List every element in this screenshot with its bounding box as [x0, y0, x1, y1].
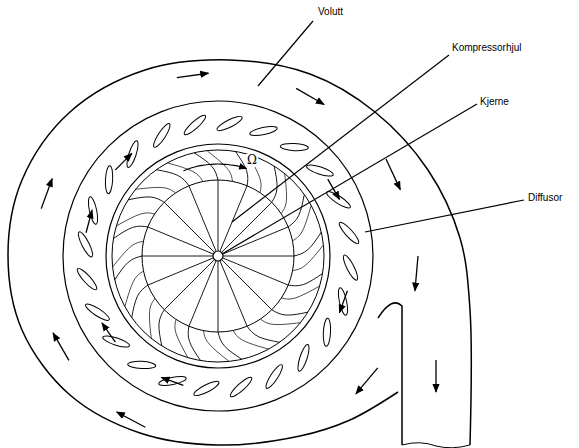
diffuser-vane — [228, 375, 254, 399]
wheel-blade — [220, 261, 247, 327]
flow-arrow — [41, 179, 52, 209]
wheel-splitter — [281, 286, 319, 299]
wheel-blade — [222, 202, 272, 252]
wheel-blade — [223, 258, 289, 285]
wheel-splitter — [149, 298, 155, 338]
wheel-blade-tip — [128, 197, 164, 202]
diffuser-vane — [192, 379, 220, 398]
hub-core — [213, 251, 223, 261]
wheel-inner-ring — [142, 180, 294, 332]
part-label: Diffusor — [527, 192, 563, 204]
wheel-splitter — [207, 151, 233, 182]
leader-line — [222, 104, 477, 254]
wheel-blade — [189, 261, 216, 327]
wheel-blade — [164, 260, 214, 310]
rotation-symbol: Ω — [246, 154, 258, 167]
wheel-blade-tip — [188, 326, 200, 360]
part-label: Volutt — [317, 6, 344, 18]
wheel-blade — [164, 202, 214, 252]
leader-line — [232, 55, 449, 222]
diffuser-vane — [280, 143, 308, 152]
diffuser-vane — [75, 266, 99, 292]
diffuser-vane — [325, 189, 352, 210]
flow-arrow — [328, 179, 340, 199]
diffuser-vane — [125, 140, 141, 169]
flow-arrow — [415, 256, 418, 291]
wheel-blade-tip — [288, 273, 322, 285]
wheel-blade-tip — [272, 310, 308, 315]
wheel-blade-tip — [247, 326, 279, 342]
diffuser-vane — [87, 196, 100, 225]
wheel-blade — [148, 227, 214, 254]
diffuser-vane — [128, 361, 156, 370]
wheel-splitter — [293, 245, 324, 271]
flow-arrow — [177, 73, 209, 77]
volute-tongue — [378, 303, 402, 445]
diffuser-ring — [106, 144, 330, 368]
outlet-arrow — [435, 360, 436, 392]
volute-wall — [8, 60, 471, 445]
wheel-splitter — [175, 319, 188, 357]
wheel-splitter — [125, 271, 144, 306]
flow-arrow — [115, 153, 132, 170]
wheel-blade-tip — [272, 166, 277, 202]
diffuser-ring — [63, 101, 373, 411]
flow-arrow — [117, 412, 146, 427]
diffuser-vane — [341, 253, 360, 281]
wheel-splitter — [113, 241, 144, 267]
wheel-splitter — [233, 330, 268, 349]
wheel-splitter — [167, 163, 202, 182]
flow-arrow — [296, 88, 324, 104]
diffuser-vane — [337, 220, 361, 246]
diffuser-vane — [215, 114, 243, 133]
flow-arrow — [86, 210, 92, 233]
diffuser-vane — [182, 113, 208, 137]
part-label: Kompressorhjul — [451, 42, 522, 54]
diffuser-vane — [102, 334, 131, 350]
part-label: Kjerne — [479, 96, 510, 108]
wheel-blade — [222, 260, 272, 310]
flow-arrow — [53, 333, 69, 360]
diffuser-vane — [264, 363, 285, 390]
wheel-blade — [218, 261, 219, 332]
wheel-blade — [223, 256, 294, 257]
diffuser-vane — [105, 166, 114, 194]
diffuser-vane — [249, 125, 278, 138]
wheel-splitter — [116, 213, 154, 226]
diffuser-vane — [76, 230, 95, 258]
leader-line — [365, 200, 524, 232]
wheel-blade — [148, 258, 214, 285]
wheel-splitter — [203, 331, 229, 362]
leader-line — [258, 21, 313, 86]
compressor-drawing — [8, 60, 471, 448]
diffuser-vane — [296, 343, 312, 372]
diffuser-vane — [305, 163, 334, 179]
diffuser-vane — [151, 122, 172, 149]
wheel-blade-tip — [113, 226, 147, 238]
flow-arrow — [102, 323, 115, 342]
wheel-blade — [189, 186, 216, 252]
flow-arrow — [386, 159, 400, 190]
wheel-blade-tip — [159, 310, 164, 346]
flow-arrow — [161, 377, 183, 385]
wheel-blade-tip — [156, 170, 188, 186]
wheel-splitter — [281, 174, 287, 214]
wheel-rim — [112, 150, 324, 362]
wheel-splitter — [136, 187, 176, 193]
diffuser-vane — [84, 302, 111, 323]
diffuser-vane — [337, 287, 350, 316]
rotation-arrow — [184, 164, 247, 171]
outlet-end — [402, 443, 470, 448]
wheel-splitter — [260, 319, 300, 325]
wheel-blade — [218, 180, 219, 251]
wheel-blade-tip — [132, 285, 148, 317]
wheel-blade — [223, 227, 289, 254]
flow-arrow — [356, 368, 378, 394]
diffuser-vane — [158, 375, 187, 388]
wheel-blade — [142, 256, 213, 257]
flow-arrow — [339, 291, 347, 313]
diffuser-vane — [323, 318, 332, 346]
